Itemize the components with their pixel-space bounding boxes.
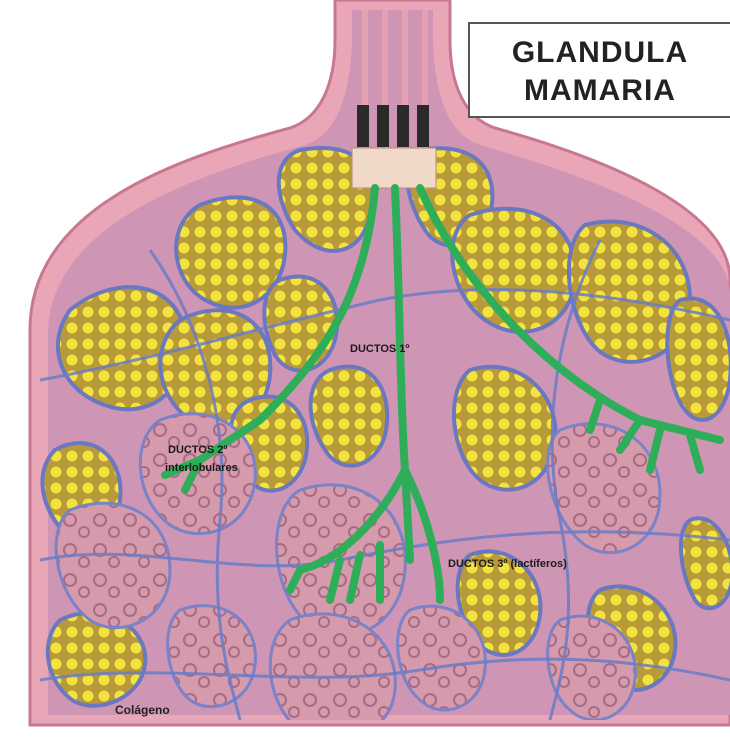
- label-collagen: Colágeno: [115, 703, 170, 717]
- title-line1: GLANDULA: [470, 34, 730, 72]
- label-ductos-3: DUCTOS 3º (lactíferos): [448, 558, 567, 570]
- diagram-title: GLANDULA MAMARIA: [468, 22, 730, 118]
- label-ductos-2: DUCTOS 2º: [168, 444, 227, 456]
- sinus-junction: [352, 148, 436, 188]
- title-line2: MAMARIA: [470, 72, 730, 110]
- label-ductos-1: DUCTOS 1º: [350, 343, 409, 355]
- label-interlobulares: interlobulares: [165, 462, 238, 474]
